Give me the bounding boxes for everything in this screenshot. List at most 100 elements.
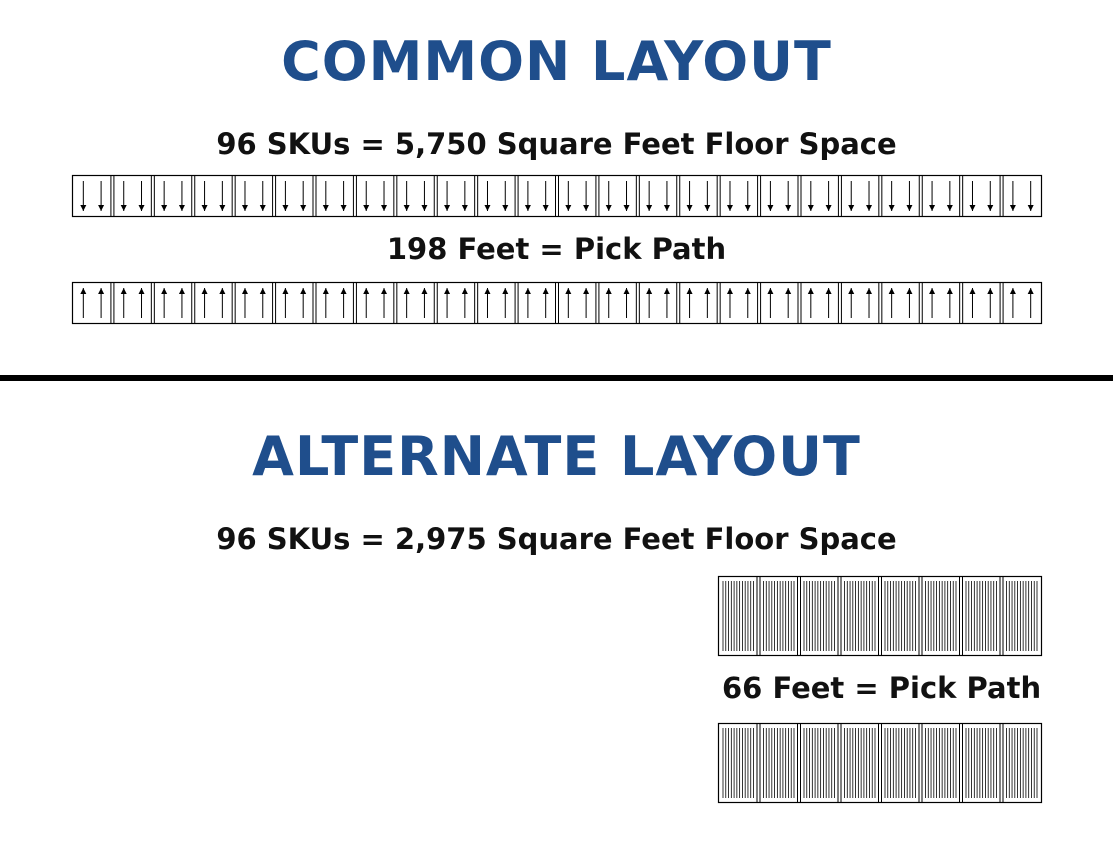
arrow-up-icon bbox=[98, 288, 105, 294]
alternate-floor-space-label: 96 SKUs = 2,975 Square Feet Floor Space bbox=[216, 522, 897, 556]
arrow-down-icon bbox=[502, 205, 509, 211]
arrow-down-icon bbox=[848, 205, 855, 211]
rack-cell bbox=[312, 175, 347, 217]
arrow-up-icon bbox=[623, 288, 630, 294]
arrow-up-icon bbox=[300, 288, 307, 294]
rack-cell bbox=[722, 728, 754, 798]
rack-cell bbox=[959, 175, 994, 217]
rack-cell bbox=[837, 576, 876, 656]
arrow-up-icon bbox=[825, 288, 832, 294]
arrow-down-icon bbox=[322, 205, 329, 211]
rack-cell bbox=[312, 282, 347, 324]
rack-cell bbox=[878, 576, 916, 656]
rack-cell bbox=[191, 175, 226, 217]
rack-cell bbox=[959, 576, 997, 656]
rack-cell bbox=[80, 181, 105, 211]
arrow-up-icon bbox=[259, 288, 266, 294]
arrow-down-icon bbox=[138, 205, 145, 211]
rack-cell bbox=[722, 581, 754, 651]
arrow-down-icon bbox=[300, 205, 307, 211]
arrow-up-icon bbox=[646, 288, 653, 294]
arrow-up-icon bbox=[726, 288, 733, 294]
arrow-down-icon bbox=[929, 205, 936, 211]
rack-cell bbox=[797, 282, 832, 324]
alternate-bottom-rack-block bbox=[717, 722, 1043, 804]
arrow-down-icon bbox=[807, 205, 814, 211]
arrow-down-icon bbox=[282, 205, 289, 211]
arrow-up-icon bbox=[807, 288, 814, 294]
arrow-down-icon bbox=[241, 205, 248, 211]
arrow-down-icon bbox=[704, 205, 711, 211]
rack-cell bbox=[676, 282, 711, 324]
rack-cell bbox=[635, 282, 670, 324]
rack-cell bbox=[716, 282, 751, 324]
rack-cell bbox=[474, 175, 509, 217]
rack-cell bbox=[272, 175, 307, 217]
rack-cell bbox=[757, 175, 792, 217]
arrow-down-icon bbox=[161, 205, 168, 211]
arrow-up-icon bbox=[80, 288, 87, 294]
arrow-up-icon bbox=[138, 288, 145, 294]
rack-cell bbox=[555, 175, 590, 217]
rack-row-outline bbox=[71, 174, 1043, 218]
arrow-up-icon bbox=[1009, 288, 1016, 294]
rack-cell bbox=[918, 723, 957, 803]
arrow-up-icon bbox=[848, 288, 855, 294]
arrow-up-icon bbox=[565, 288, 572, 294]
arrow-down-icon bbox=[201, 205, 208, 211]
rack-cell bbox=[797, 576, 835, 656]
rack-cell bbox=[837, 175, 873, 217]
rack-cell bbox=[433, 282, 468, 324]
arrow-up-icon bbox=[785, 288, 792, 294]
common-pick-path-label: 198 Feet = Pick Path bbox=[386, 232, 727, 266]
arrow-up-icon bbox=[542, 288, 549, 294]
arrow-up-icon bbox=[340, 288, 347, 294]
arrow-down-icon bbox=[98, 205, 105, 211]
arrow-up-icon bbox=[744, 288, 751, 294]
rack-cell bbox=[878, 175, 913, 217]
arrow-up-icon bbox=[946, 288, 953, 294]
arrow-down-icon bbox=[605, 205, 612, 211]
arrow-down-icon bbox=[906, 205, 913, 211]
arrow-up-icon bbox=[161, 288, 168, 294]
rack-block-outline bbox=[717, 722, 1043, 804]
arrow-down-icon bbox=[946, 205, 953, 211]
alternate-top-rack-block bbox=[717, 575, 1043, 657]
common-top-rack-row bbox=[71, 174, 1043, 218]
arrow-up-icon bbox=[381, 288, 388, 294]
arrow-up-icon bbox=[866, 288, 873, 294]
arrow-down-icon bbox=[866, 205, 873, 211]
arrow-down-icon bbox=[1009, 205, 1016, 211]
arrow-down-icon bbox=[663, 205, 670, 211]
rack-cell bbox=[595, 282, 630, 324]
rack-cell bbox=[999, 576, 1038, 656]
arrow-down-icon bbox=[178, 205, 185, 211]
arrow-up-icon bbox=[219, 288, 226, 294]
rack-cell bbox=[191, 282, 226, 324]
rack-cell bbox=[393, 282, 428, 324]
common-bottom-rack-row bbox=[71, 281, 1043, 325]
arrow-up-icon bbox=[201, 288, 208, 294]
rack-cell bbox=[797, 723, 835, 803]
arrow-down-icon bbox=[542, 205, 549, 211]
arrow-down-icon bbox=[565, 205, 572, 211]
rack-block-outline bbox=[717, 575, 1043, 657]
rack-cell bbox=[878, 723, 916, 803]
rack-cell bbox=[716, 175, 751, 217]
section-divider bbox=[0, 375, 1113, 381]
common-floor-space-label: 96 SKUs = 5,750 Square Feet Floor Space bbox=[216, 127, 897, 161]
rack-cell bbox=[918, 282, 953, 324]
arrow-down-icon bbox=[421, 205, 428, 211]
rack-cell bbox=[797, 175, 832, 217]
rack-cell bbox=[757, 282, 792, 324]
arrow-up-icon bbox=[403, 288, 410, 294]
arrow-up-icon bbox=[484, 288, 491, 294]
arrow-up-icon bbox=[605, 288, 612, 294]
arrow-up-icon bbox=[987, 288, 994, 294]
arrow-down-icon bbox=[363, 205, 370, 211]
arrow-down-icon bbox=[686, 205, 693, 211]
rack-cell bbox=[110, 175, 145, 217]
rack-cell bbox=[352, 282, 388, 324]
rack-cell bbox=[352, 175, 388, 217]
rack-cell bbox=[110, 282, 145, 324]
